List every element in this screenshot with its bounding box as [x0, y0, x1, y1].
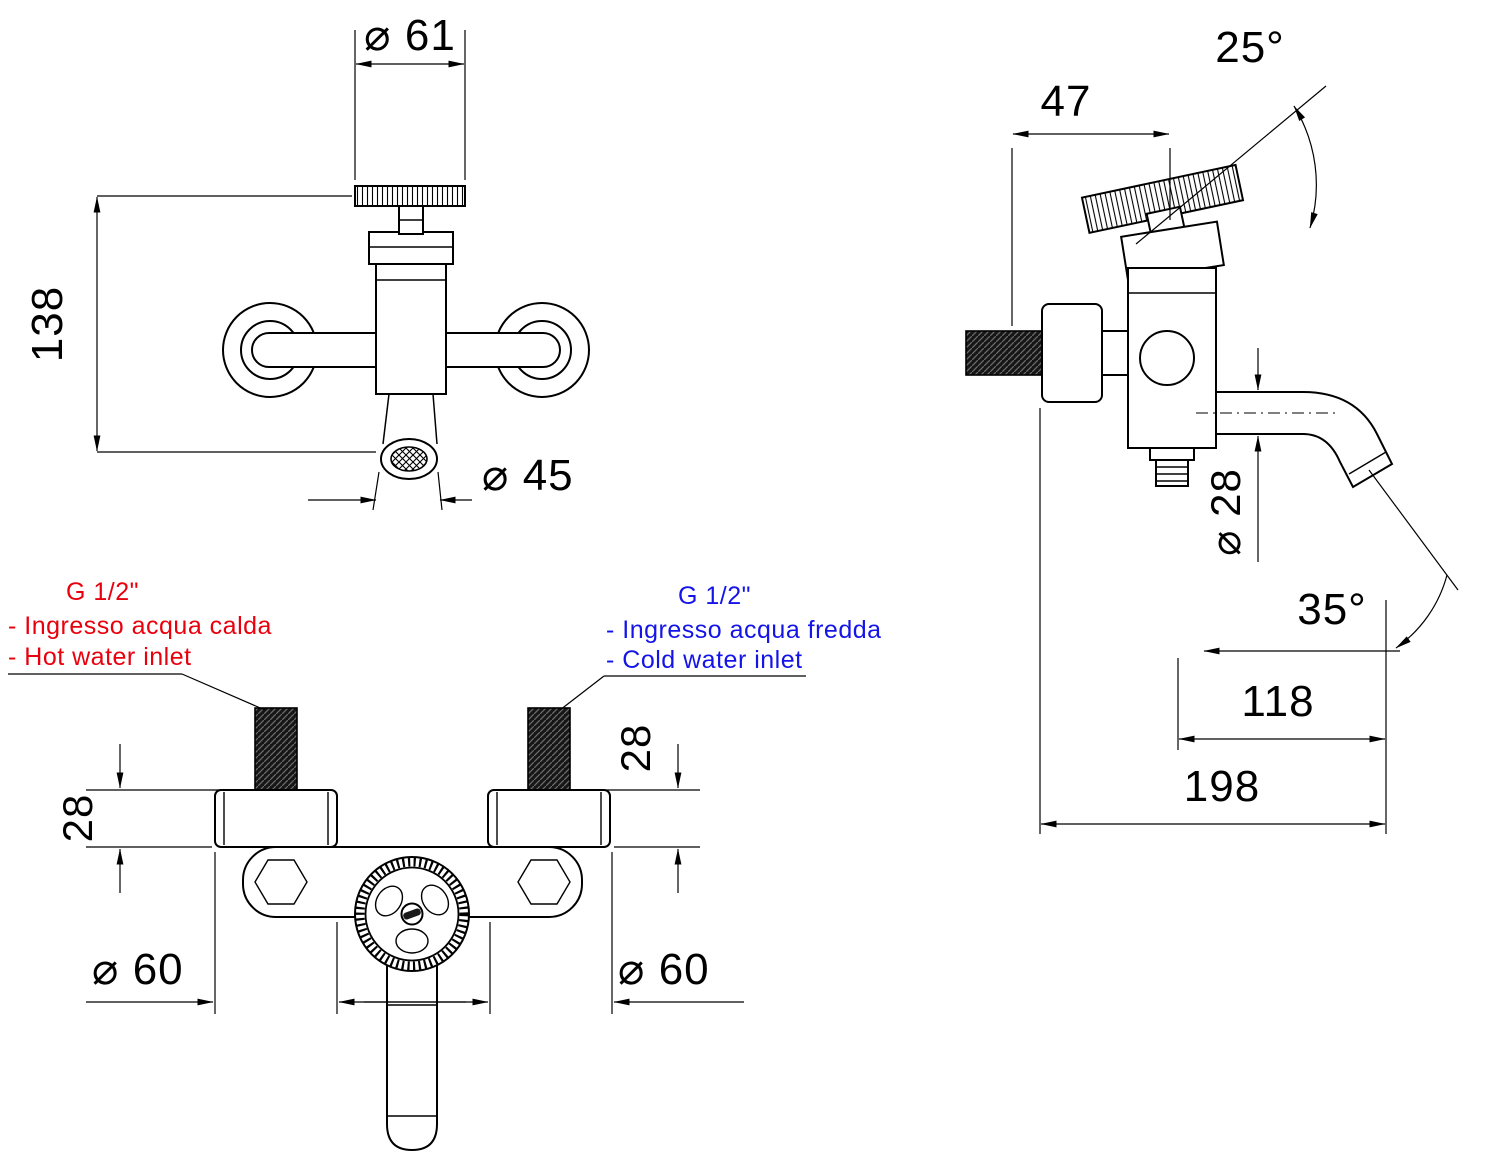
nipple-collar — [1149, 447, 1195, 461]
left-escutcheon — [214, 789, 338, 848]
front-view: ⌀ 61 138 ⌀ 45 — [23, 11, 590, 511]
side-view: 47 25° ⌀ 28 35° 118 — [965, 23, 1459, 834]
hot-inlet-label: G 1/2" - Ingresso acqua calda - Hot wate… — [8, 578, 272, 711]
leader-line — [181, 673, 266, 711]
wall-inlet-thread-side — [965, 330, 1043, 376]
dim-front-wheel-diameter: ⌀ 61 — [364, 11, 456, 60]
angle-arc — [1395, 574, 1448, 649]
ext-line — [437, 471, 443, 511]
handwheel-bottom — [354, 856, 470, 972]
ext-line — [372, 471, 380, 511]
left-hex-nut — [254, 859, 308, 905]
dim-tube-diameter-group: ⌀ 28 — [1202, 348, 1262, 562]
cold-label-italian: - Ingresso acqua fredda — [606, 616, 882, 644]
wheel-cutout — [374, 885, 404, 917]
hot-thread-label: G 1/2" — [66, 578, 139, 606]
dim-handle-angle: 25° — [1215, 23, 1285, 72]
dim-total-depth: 198 — [1184, 762, 1260, 811]
cold-label-english: - Cold water inlet — [606, 646, 803, 674]
pivot-circle — [1139, 330, 1195, 386]
spout-bottom — [386, 960, 438, 1152]
leader-line — [559, 675, 605, 711]
right-arm — [441, 332, 561, 368]
nipple-thread — [1155, 459, 1189, 487]
dim-right-flange-diameter-group: ⌀ 60 — [364, 852, 744, 1014]
dim-total-depth-group: 198 — [1039, 408, 1386, 834]
dim-tube-diameter: ⌀ 28 — [1202, 468, 1249, 556]
dim-front-spout-diameter-group: ⌀ 45 — [308, 451, 574, 511]
cold-thread-label: G 1/2" — [678, 582, 751, 610]
dim-left-flange-diameter: ⌀ 60 — [92, 945, 184, 994]
left-arm — [251, 332, 381, 368]
dim-right-depth-group: 28 — [574, 724, 700, 893]
flange-side — [1041, 303, 1103, 403]
hot-label-italian: - Ingresso acqua calda — [8, 612, 272, 640]
dim-front-height: 138 — [23, 286, 72, 362]
spout-rim-line — [1348, 451, 1387, 475]
bottom-view: G 1/2" - Ingresso acqua calda - Hot wate… — [8, 578, 882, 1152]
dim-spout-angle: 35° — [1297, 585, 1367, 634]
spout-edge-left — [382, 393, 390, 445]
hot-label-english: - Hot water inlet — [8, 643, 192, 671]
wheel-knurl-ring — [355, 857, 469, 971]
dim-front-wheel-diameter-group: ⌀ 61 — [354, 11, 466, 180]
spout-side — [1215, 391, 1394, 489]
dim-left-depth: 28 — [54, 794, 101, 843]
dim-left-depth-group: 28 — [54, 744, 250, 893]
right-hex-nut — [517, 859, 571, 905]
dim-side-offset-group: 47 — [1011, 77, 1171, 326]
dim-reach: 118 — [1241, 677, 1314, 726]
collar-front — [368, 231, 454, 265]
dim-front-height-group: 138 — [23, 195, 376, 453]
hot-inlet-pipe — [254, 707, 298, 791]
handle-wheel-front — [354, 185, 466, 207]
dim-handle-angle-group: 25° — [1135, 23, 1327, 245]
body-front — [375, 263, 447, 395]
dim-right-depth: 28 — [612, 724, 659, 773]
wheel-cutout — [395, 928, 429, 954]
dim-front-spout-diameter: ⌀ 45 — [482, 451, 574, 500]
dim-reach-group: 118 — [1177, 600, 1387, 834]
spout-edge-right — [432, 393, 438, 445]
angle-arc — [1293, 105, 1318, 229]
dim-spout-angle-group: 35° — [1203, 469, 1459, 655]
wheel-cutout — [420, 884, 450, 916]
angle-leg-line — [1368, 469, 1459, 591]
dim-side-offset: 47 — [1041, 77, 1092, 126]
dim-right-flange-diameter: ⌀ 60 — [618, 945, 710, 994]
cold-inlet-pipe — [527, 707, 571, 791]
right-escutcheon — [487, 789, 611, 848]
angle-leg-line — [1135, 85, 1327, 245]
wheel-slot — [403, 908, 421, 920]
spout-bore — [390, 446, 428, 472]
cold-inlet-label: G 1/2" - Ingresso acqua fredda - Cold wa… — [559, 582, 882, 711]
